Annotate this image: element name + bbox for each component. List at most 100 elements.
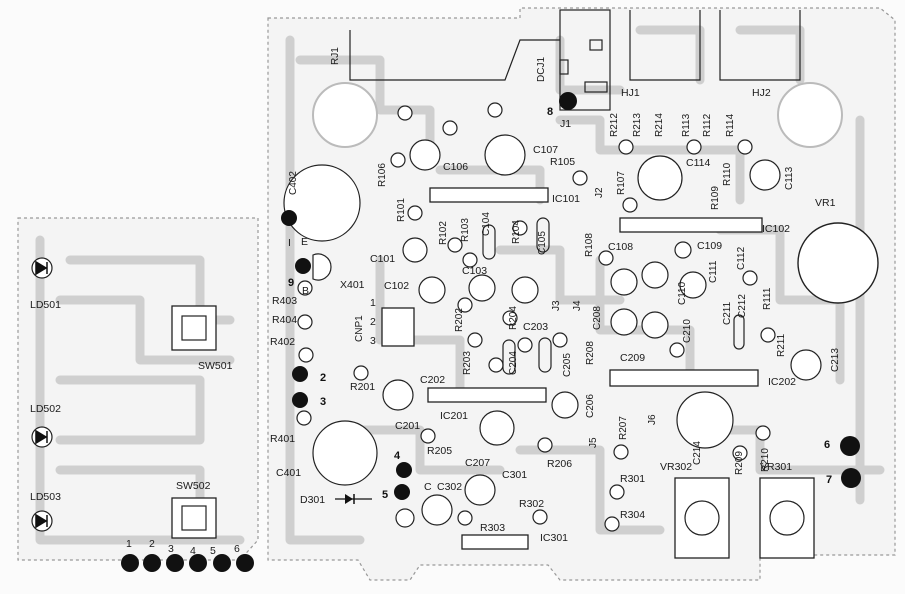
label-r108: R108 [584,233,595,257]
label-c113: C113 [784,166,795,190]
label-c112: C112 [736,246,747,270]
label-r105: R105 [550,156,575,168]
c114-cap [637,155,683,201]
label-c104: C104 [481,212,492,236]
x401-pin-b: B [302,285,309,297]
label-c203: C203 [523,321,548,333]
label-c204: C204 [508,351,519,375]
label-j3: J3 [551,300,562,311]
pad-number-labels: 2 3 4 5 6 7 8 9 [288,106,832,501]
label-r202: R202 [454,308,465,332]
label-x401: X401 [340,279,365,291]
pad-num-9: 9 [288,277,294,289]
label-r114: R114 [725,113,736,137]
filled-pads [121,92,861,572]
label-r112: R112 [702,113,713,137]
label-r213: R213 [632,113,643,137]
label-r214: R214 [654,113,665,137]
label-c107: C107 [533,144,558,156]
label-ic101: IC101 [552,193,580,205]
cnp1-pin-3: 3 [370,335,376,347]
label-r209: R209 [734,451,745,475]
label-ld502: LD502 [30,403,61,415]
label-r402: R402 [270,336,295,348]
label-r110: R110 [722,162,733,186]
label-vr1: VR1 [815,197,836,209]
label-rj1: RJ1 [330,47,341,65]
ic301-body [461,534,529,550]
label-r101: R101 [396,198,407,222]
label-c114: C114 [686,157,710,169]
label-c102: C102 [384,280,409,292]
label-r103: R103 [460,218,471,242]
c107-cap [484,134,526,176]
sw501-inner [181,315,207,341]
label-ld501: LD501 [30,299,61,311]
pad-num-5: 5 [382,489,388,501]
mount-hole-left [312,82,378,148]
pad-num-4: 4 [394,450,401,462]
sw501-body [171,305,217,351]
label-c201: C201 [395,420,420,432]
dcj1-pin [559,59,569,75]
conn-num-6: 6 [234,543,240,555]
label-c106: C106 [443,161,468,173]
label-c214: C214 [692,441,703,465]
label-r102: R102 [438,221,449,245]
label-c211: C211 [722,301,733,325]
label-c105: C105 [537,231,548,255]
label-vr301: VR301 [760,461,792,473]
label-r404: R404 [272,314,297,326]
label-c110: C110 [677,281,688,305]
ic102-body [619,217,763,233]
label-j4: J4 [572,300,583,311]
label-c101: C101 [370,253,395,265]
conn-num-3: 3 [168,543,174,555]
pad-num-8: 8 [547,106,553,118]
left-board-outline [17,217,259,561]
c214-cap [676,391,734,449]
c401-cap [312,420,378,486]
label-ld503: LD503 [30,491,61,503]
label-j1: J1 [560,118,571,130]
label-ic102: IC102 [762,223,790,235]
dcj1-pin-3 [584,81,608,93]
label-sw502: SW502 [176,480,211,492]
cnp1-pin-1: 1 [370,297,376,309]
x401-pin-c: C [424,481,432,493]
label-c209: C209 [620,352,645,364]
label-c103: C103 [462,265,487,277]
label-r205: R205 [427,445,452,457]
resistor-bodies [482,217,745,375]
sw502-body [171,497,217,539]
label-r304: R304 [620,509,645,521]
label-c202: C202 [420,374,445,386]
conn-num-4: 4 [190,545,196,557]
label-j5: J5 [588,437,599,448]
pad-num-7: 7 [826,474,832,486]
label-j6: J6 [647,414,658,425]
c402-cap [283,164,361,242]
label-r201: R201 [350,381,375,393]
label-c109: C109 [697,240,722,252]
dcj1-pin-2 [589,39,603,51]
label-cnp1: CNP1 [354,315,365,342]
connector-number-labels: 1 2 3 4 5 6 [126,538,240,557]
label-dcj1: DCJ1 [536,57,547,82]
conn-num-5: 5 [210,545,216,557]
label-d301: D301 [300,494,325,506]
conn-num-2: 2 [149,538,155,550]
label-r206: R206 [547,458,572,470]
cnp1-body [381,307,415,347]
label-c401: C401 [276,467,301,479]
label-c206: C206 [585,394,596,418]
label-c301: C301 [502,469,527,481]
label-r211: R211 [776,333,787,357]
label-r302: R302 [519,498,544,510]
conn-num-1: 1 [126,538,132,550]
label-c212: C212 [737,294,748,318]
rj1-outline [349,30,560,81]
c106-cap [409,139,441,171]
